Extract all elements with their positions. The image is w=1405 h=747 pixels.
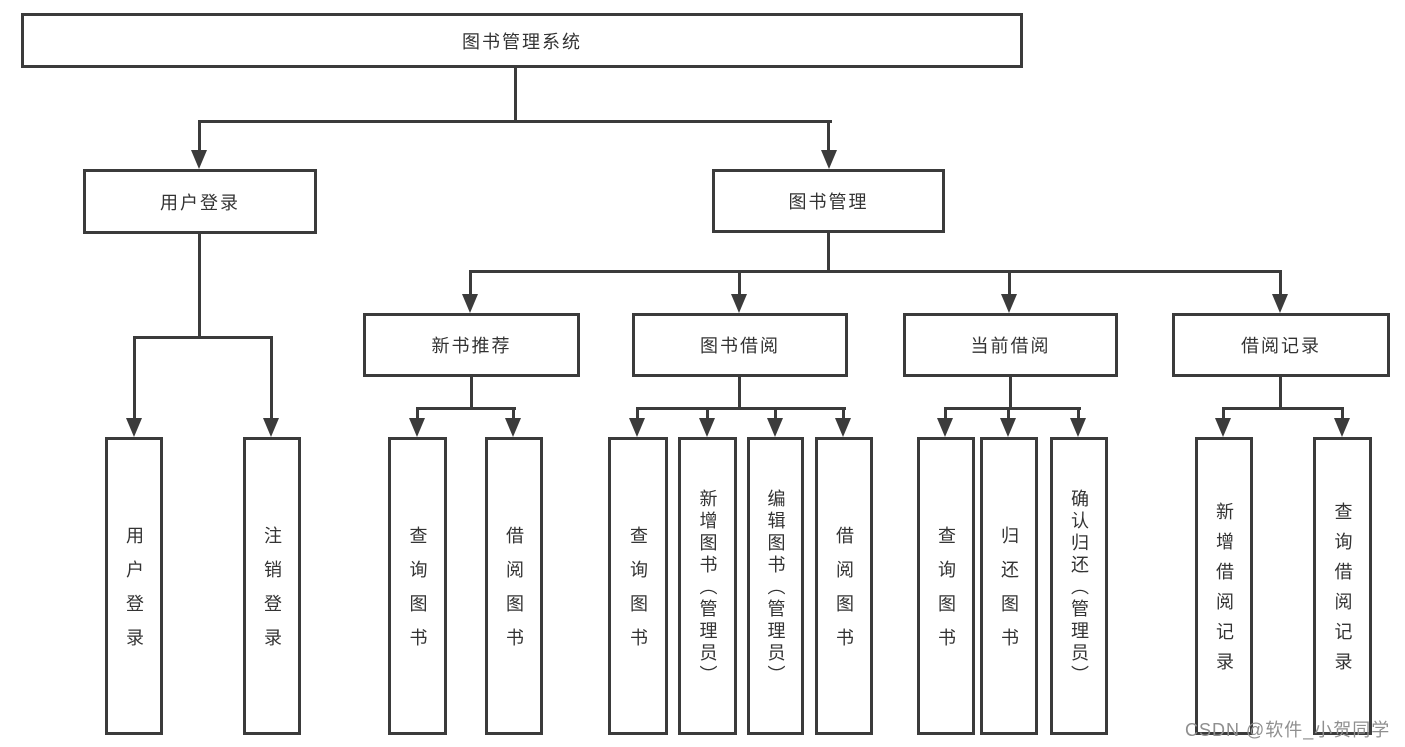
arrow-down-icon bbox=[126, 418, 142, 437]
node-user-login: 用户登录 bbox=[83, 169, 317, 234]
connector-vline bbox=[514, 68, 517, 120]
connector-vline bbox=[469, 270, 472, 296]
connector-hline bbox=[469, 270, 1281, 273]
leaf-add-borrow-record: 新增借阅记录 bbox=[1195, 437, 1253, 735]
connector-vline bbox=[1222, 407, 1225, 418]
leaf-return-books: 归还图书 bbox=[980, 437, 1038, 735]
connector-vline bbox=[1341, 407, 1344, 418]
connector-vline bbox=[1279, 377, 1282, 407]
connector-vline bbox=[944, 407, 947, 418]
leaf-query-borrow-record: 查询借阅记录 bbox=[1313, 437, 1372, 735]
connector-vline bbox=[738, 270, 741, 296]
leaf-add-book-admin: 新增图书（管理员） bbox=[678, 437, 737, 735]
connector-hline bbox=[416, 407, 516, 410]
arrow-down-icon bbox=[937, 418, 953, 437]
connector-vline bbox=[827, 233, 830, 272]
leaf-borrow-books-2: 借阅图书 bbox=[815, 437, 873, 735]
leaf-query-books-2: 查询图书 bbox=[608, 437, 668, 735]
connector-vline bbox=[512, 407, 515, 418]
leaf-query-books-1: 查询图书 bbox=[388, 437, 447, 735]
arrow-down-icon bbox=[629, 418, 645, 437]
arrow-down-icon bbox=[1272, 294, 1288, 313]
connector-vline bbox=[827, 120, 830, 152]
node-book-borrowing: 图书借阅 bbox=[632, 313, 848, 377]
connector-vline bbox=[470, 377, 473, 407]
arrow-down-icon bbox=[505, 418, 521, 437]
connector-vline bbox=[1077, 407, 1080, 418]
connector-vline bbox=[198, 120, 201, 152]
arrow-down-icon bbox=[1334, 418, 1350, 437]
arrow-down-icon bbox=[1001, 294, 1017, 313]
arrow-down-icon bbox=[1070, 418, 1086, 437]
arrow-down-icon bbox=[1000, 418, 1016, 437]
arrow-down-icon bbox=[835, 418, 851, 437]
node-book-management: 图书管理 bbox=[712, 169, 945, 233]
connector-hline bbox=[636, 407, 846, 410]
arrow-down-icon bbox=[767, 418, 783, 437]
arrow-down-icon bbox=[462, 294, 478, 313]
arrow-down-icon bbox=[699, 418, 715, 437]
arrow-down-icon bbox=[409, 418, 425, 437]
connector-vline bbox=[636, 407, 639, 418]
connector-hline bbox=[198, 120, 832, 123]
connector-vline bbox=[198, 234, 201, 336]
leaf-confirm-return-admin: 确认归还（管理员） bbox=[1050, 437, 1108, 735]
connector-vline bbox=[133, 336, 136, 418]
node-library-management-system: 图书管理系统 bbox=[21, 13, 1023, 68]
connector-vline bbox=[842, 407, 845, 418]
leaf-edit-book-admin: 编辑图书（管理员） bbox=[747, 437, 804, 735]
node-current-borrowing: 当前借阅 bbox=[903, 313, 1118, 377]
arrow-down-icon bbox=[1215, 418, 1231, 437]
connector-hline bbox=[1222, 407, 1344, 410]
arrow-down-icon bbox=[731, 294, 747, 313]
leaf-logout: 注销登录 bbox=[243, 437, 301, 735]
leaf-user-login: 用户登录 bbox=[105, 437, 163, 735]
arrow-down-icon bbox=[191, 150, 207, 169]
connector-vline bbox=[1279, 270, 1282, 296]
connector-vline bbox=[706, 407, 709, 418]
connector-vline bbox=[270, 336, 273, 418]
connector-hline bbox=[944, 407, 1081, 410]
node-new-book-recommendation: 新书推荐 bbox=[363, 313, 580, 377]
leaf-query-books-3: 查询图书 bbox=[917, 437, 975, 735]
connector-vline bbox=[416, 407, 419, 418]
connector-vline bbox=[1009, 377, 1012, 407]
leaf-borrow-books-1: 借阅图书 bbox=[485, 437, 543, 735]
connector-vline bbox=[738, 377, 741, 407]
node-borrowing-records: 借阅记录 bbox=[1172, 313, 1390, 377]
arrow-down-icon bbox=[821, 150, 837, 169]
connector-hline bbox=[133, 336, 273, 339]
connector-vline bbox=[774, 407, 777, 418]
watermark-text: CSDN @软件_小贺同学 bbox=[1185, 720, 1391, 740]
connector-vline bbox=[1007, 407, 1010, 418]
arrow-down-icon bbox=[263, 418, 279, 437]
connector-vline bbox=[1008, 270, 1011, 296]
